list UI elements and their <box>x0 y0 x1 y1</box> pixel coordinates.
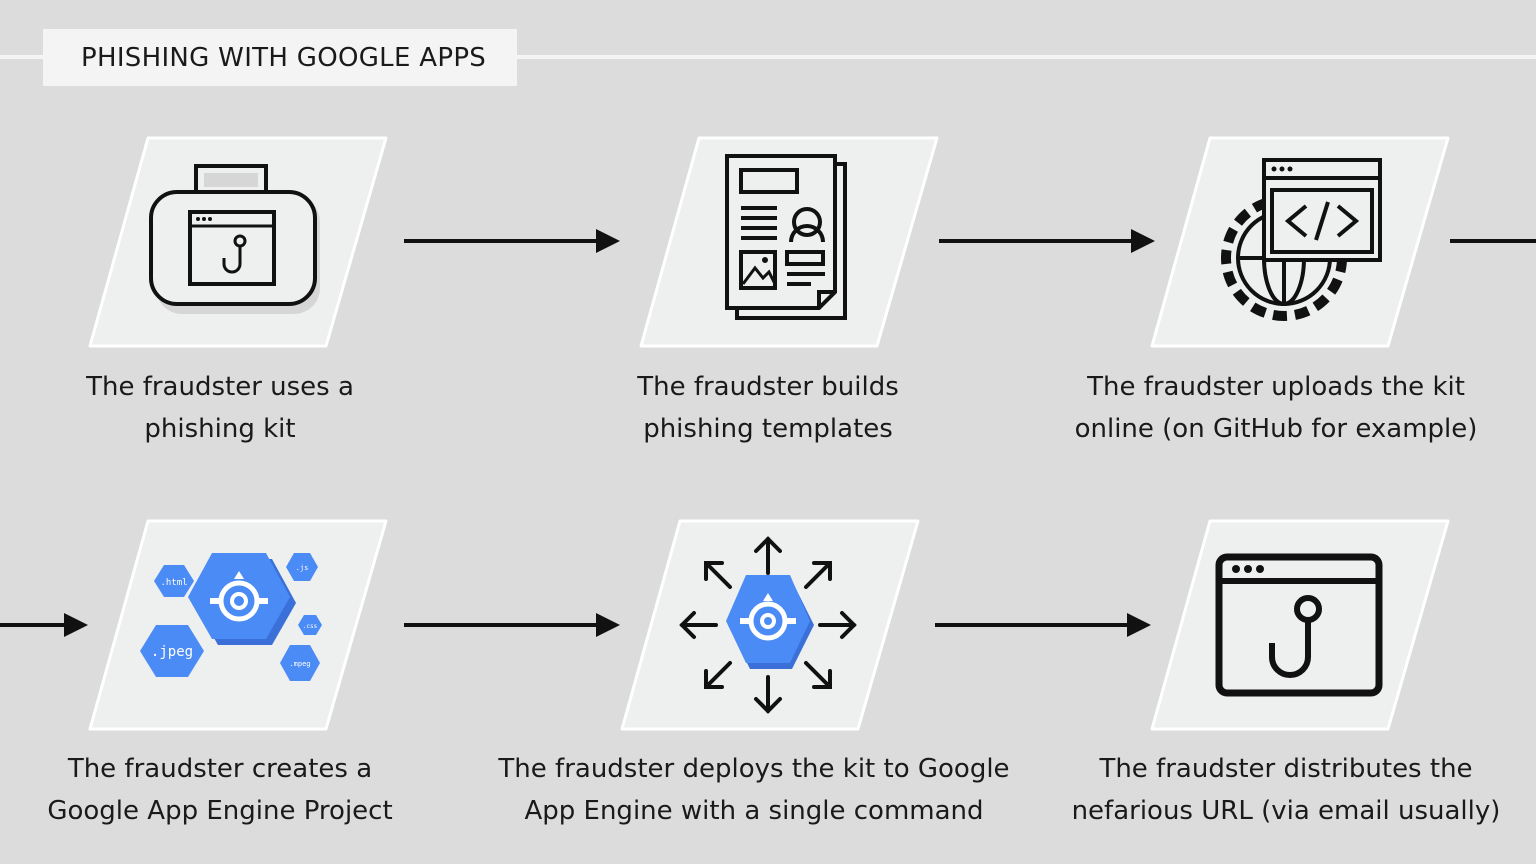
page-title: PHISHING WITH GOOGLE APPS <box>81 42 487 73</box>
step-2-caption: The fraudster builds phishing templates <box>508 366 1028 450</box>
step-2-caption-line1: The fraudster builds <box>637 372 899 402</box>
step-5-caption-line2: App Engine with a single command <box>524 796 984 826</box>
step-5-card <box>620 519 920 731</box>
arrow-1-to-2 <box>404 229 620 253</box>
step-3-caption-line2: online (on GitHub for example) <box>1074 414 1478 444</box>
file-label-js: .js <box>296 564 309 572</box>
browser-hook-icon <box>1215 553 1383 697</box>
app-engine-deploy-icon <box>679 536 857 714</box>
step-6-caption-line1: The fraudster distributes the <box>1099 754 1473 784</box>
document-template-icon <box>725 154 847 320</box>
app-engine-files-icon: .html .jpeg .js .css .mpeg <box>140 553 322 681</box>
step-3-caption: The fraudster uploads the kit online (on… <box>1016 366 1536 450</box>
arrow-5-to-6 <box>935 613 1151 637</box>
file-label-html: .html <box>160 578 187 588</box>
file-label-mpeg: .mpeg <box>289 660 310 668</box>
file-label-jpeg: .jpeg <box>151 644 193 660</box>
step-1-caption: The fraudster uses a phishing kit <box>0 366 480 450</box>
title-banner: PHISHING WITH GOOGLE APPS <box>43 29 517 86</box>
step-2-caption-line2: phishing templates <box>643 414 893 444</box>
globe-code-icon <box>1221 158 1382 321</box>
step-4-caption-line1: The fraudster creates a <box>67 754 373 784</box>
arrow-2-to-3 <box>939 229 1155 253</box>
step-4-card: .html .jpeg .js .css .mpeg <box>88 519 388 731</box>
step-1-caption-line1: The fraudster uses a <box>86 372 354 402</box>
step-4-caption: The fraudster creates a Google App Engin… <box>0 748 480 832</box>
step-4-caption-line2: Google App Engine Project <box>47 796 393 826</box>
arrow-wrap-in-to-4 <box>0 613 88 637</box>
step-1-card <box>88 136 388 348</box>
toolbox-hook-icon <box>149 164 320 314</box>
step-3-card <box>1150 136 1450 348</box>
step-3-caption-line1: The fraudster uploads the kit <box>1087 372 1465 402</box>
step-1-caption-line2: phishing kit <box>144 414 296 444</box>
arrow-4-to-5 <box>404 613 620 637</box>
arrow-3-wrap-out <box>1450 239 1536 243</box>
step-6-card <box>1150 519 1450 731</box>
header-rule <box>0 55 1536 59</box>
step-6-caption-line2: nefarious URL (via email usually) <box>1071 796 1501 826</box>
step-2-card <box>639 136 939 348</box>
step-5-caption-line1: The fraudster deploys the kit to Google <box>498 754 1010 784</box>
step-5-caption: The fraudster deploys the kit to Google … <box>474 748 1034 832</box>
step-6-caption: The fraudster distributes the nefarious … <box>1036 748 1536 832</box>
file-label-css: .css <box>303 623 318 630</box>
